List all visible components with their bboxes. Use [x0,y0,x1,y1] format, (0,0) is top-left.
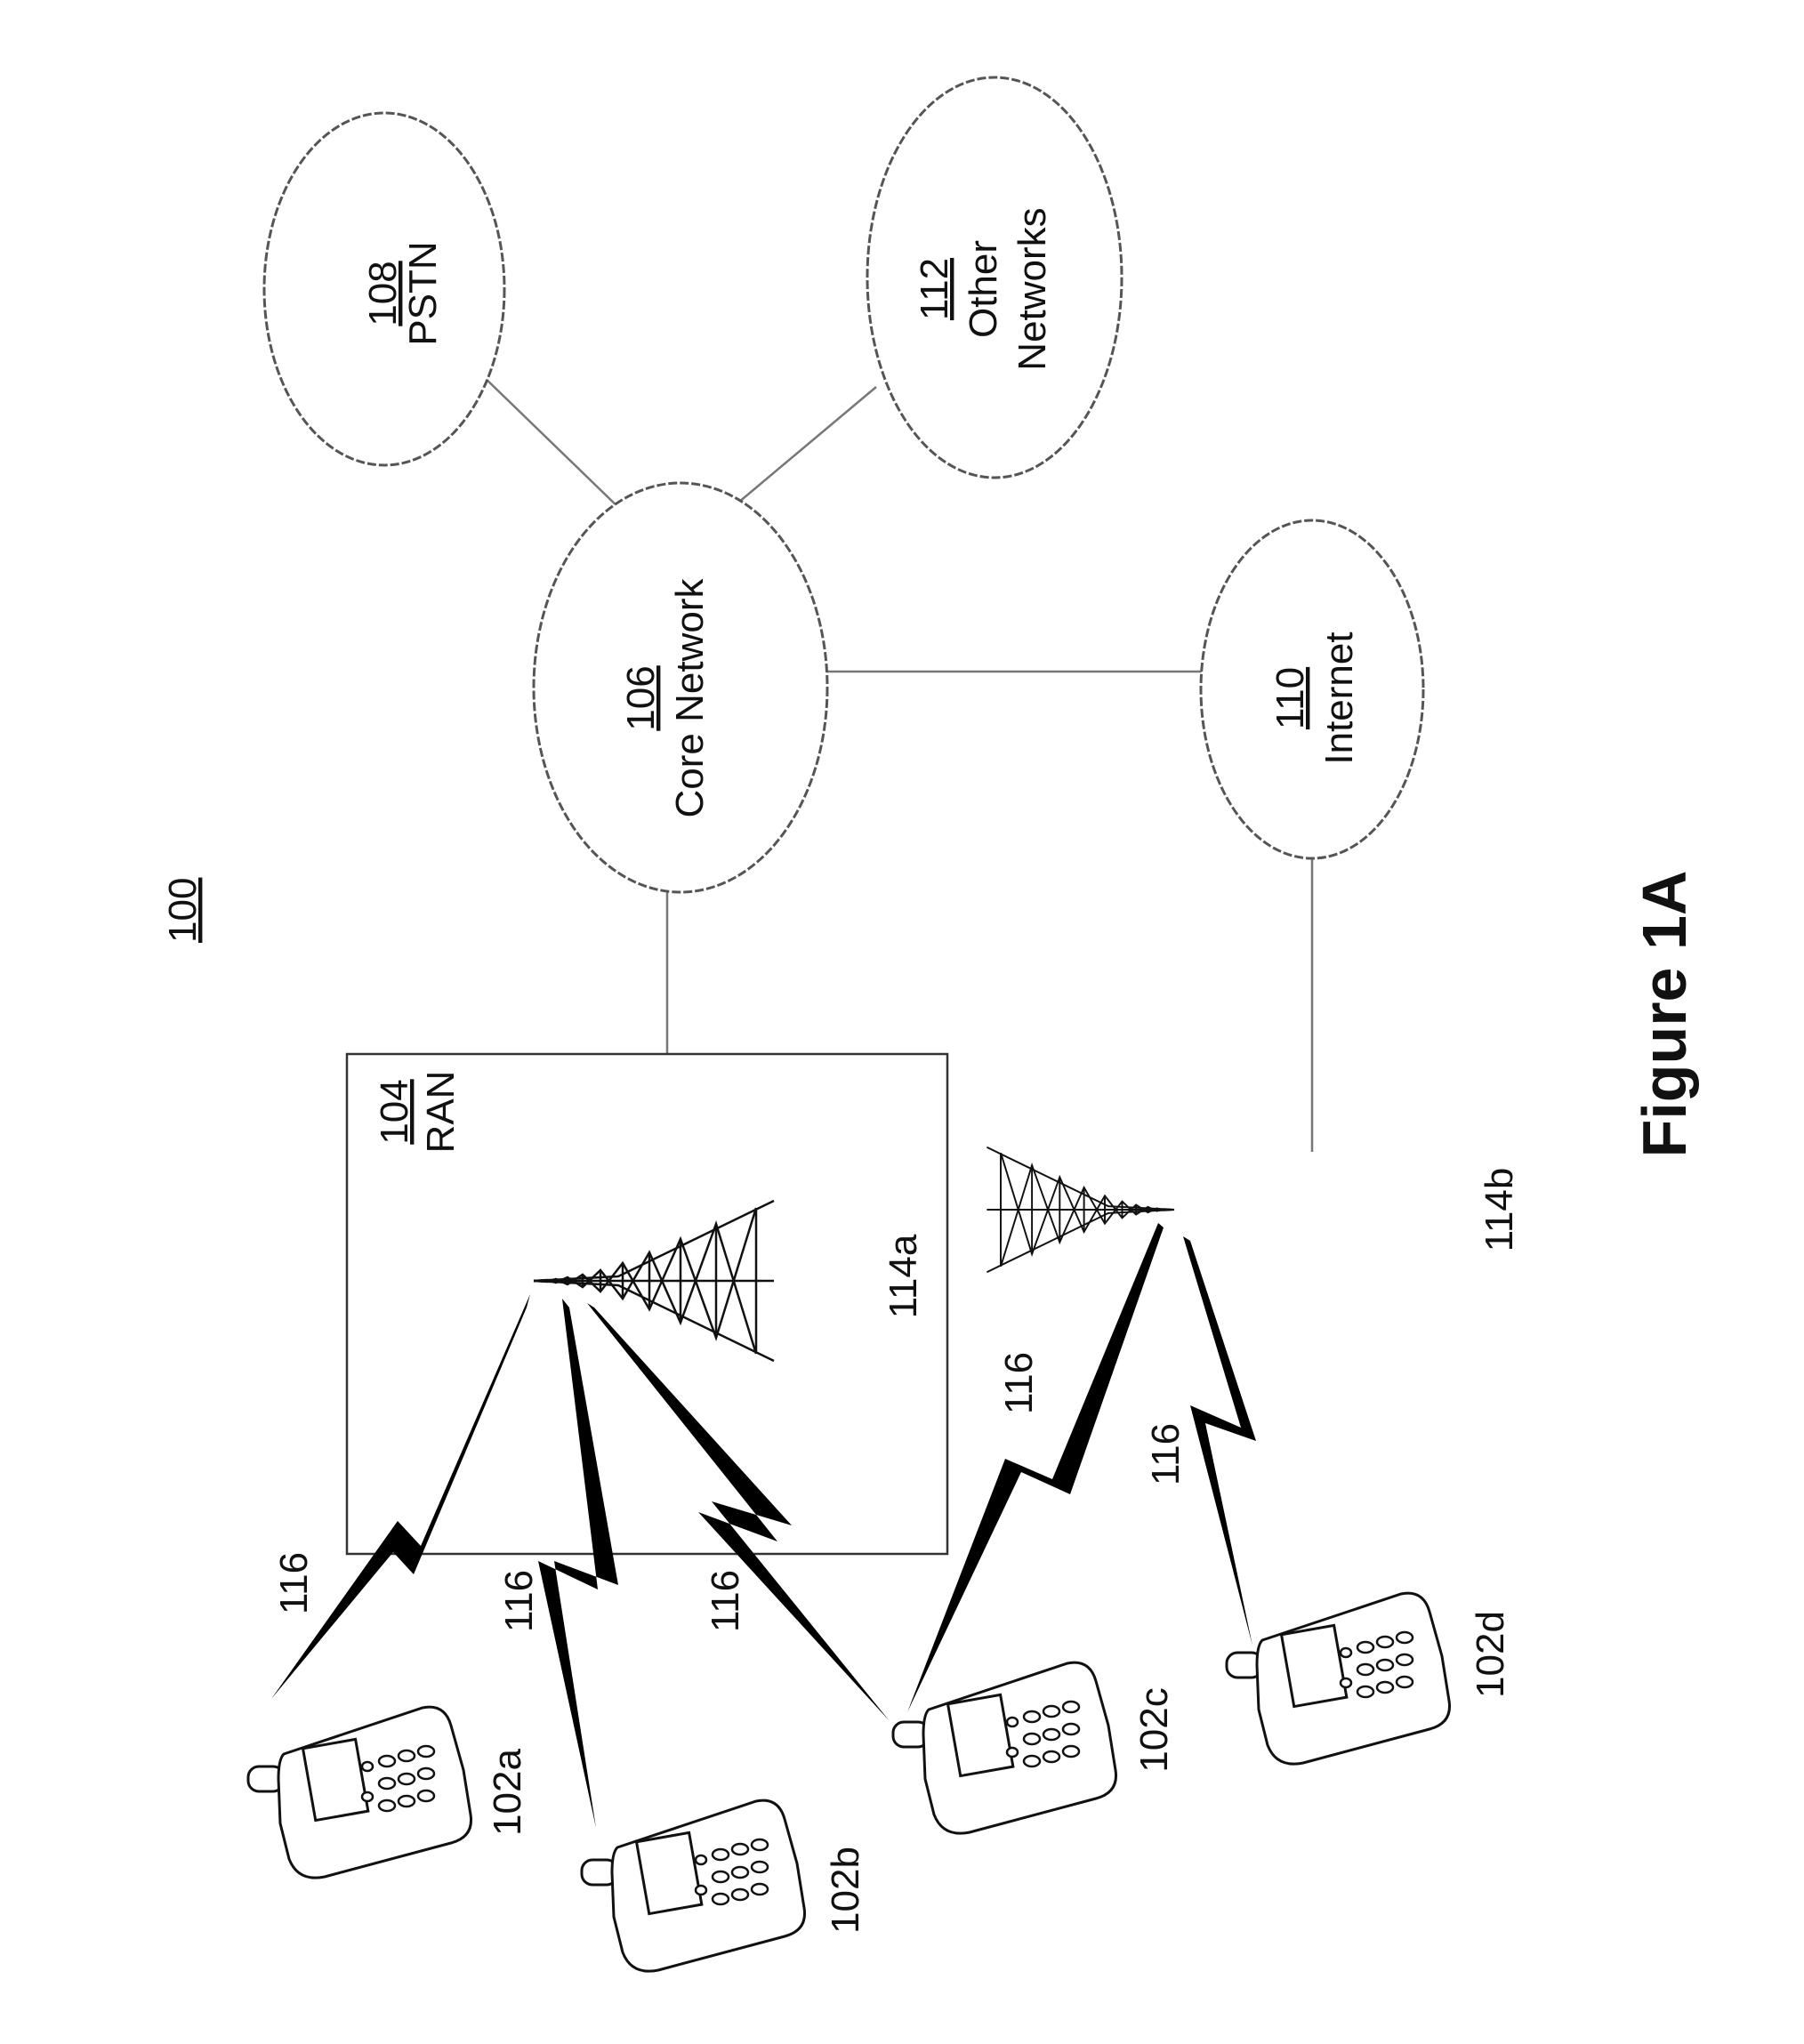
internet-cloud [1201,520,1423,858]
tower-114b-label: 114b [1478,1168,1521,1252]
air-interface-label-2: 116 [497,1570,541,1632]
core-network-ref-label: 106 [619,665,663,730]
bolt-102a-icon [271,1294,530,1699]
wtru-102c-label: 102c [1132,1687,1176,1772]
internet-ref-label: 110 [1268,667,1312,729]
air-interface-label-5: 116 [1144,1423,1188,1485]
system-ref-label: 100 [161,878,205,943]
bolt-102d-icon [1183,1236,1256,1646]
other-networks-name-line2: Networks [1011,207,1054,370]
air-interface-label-4: 116 [997,1352,1041,1414]
bolt-102c-icon [587,1303,890,1721]
ran-name-label: RAN [419,1071,463,1154]
figure-label: Figure 1A [1630,871,1699,1158]
link-pstn-core [480,374,623,511]
other-networks-name-line1: Other [962,240,1005,338]
bolt-102b-icon [538,1299,618,1828]
pstn-ref-label: 108 [361,261,405,326]
tower-114a-label: 114a [882,1234,925,1318]
handset-102a-icon [248,1707,471,1878]
handset-102c-icon [893,1662,1116,1833]
pstn-name-label: PSTN [401,241,445,345]
internet-name-label: Internet [1317,632,1361,764]
handset-102b-icon [582,1800,805,1971]
ran-ref-label: 104 [373,1079,416,1144]
core-network-name-label: Core Network [668,578,712,818]
wtru-102b-label: 102b [824,1847,867,1934]
air-interface-label-3: 116 [704,1570,747,1632]
other-networks-ref-label: 112 [913,258,956,320]
handset-102d-icon [1227,1593,1450,1764]
wtru-102a-label: 102a [486,1749,529,1836]
link-other-core [738,387,876,503]
wtru-102d-label: 102d [1469,1611,1512,1698]
air-interface-label-1: 116 [272,1552,316,1614]
bolt-102c-114b-icon [907,1223,1164,1712]
